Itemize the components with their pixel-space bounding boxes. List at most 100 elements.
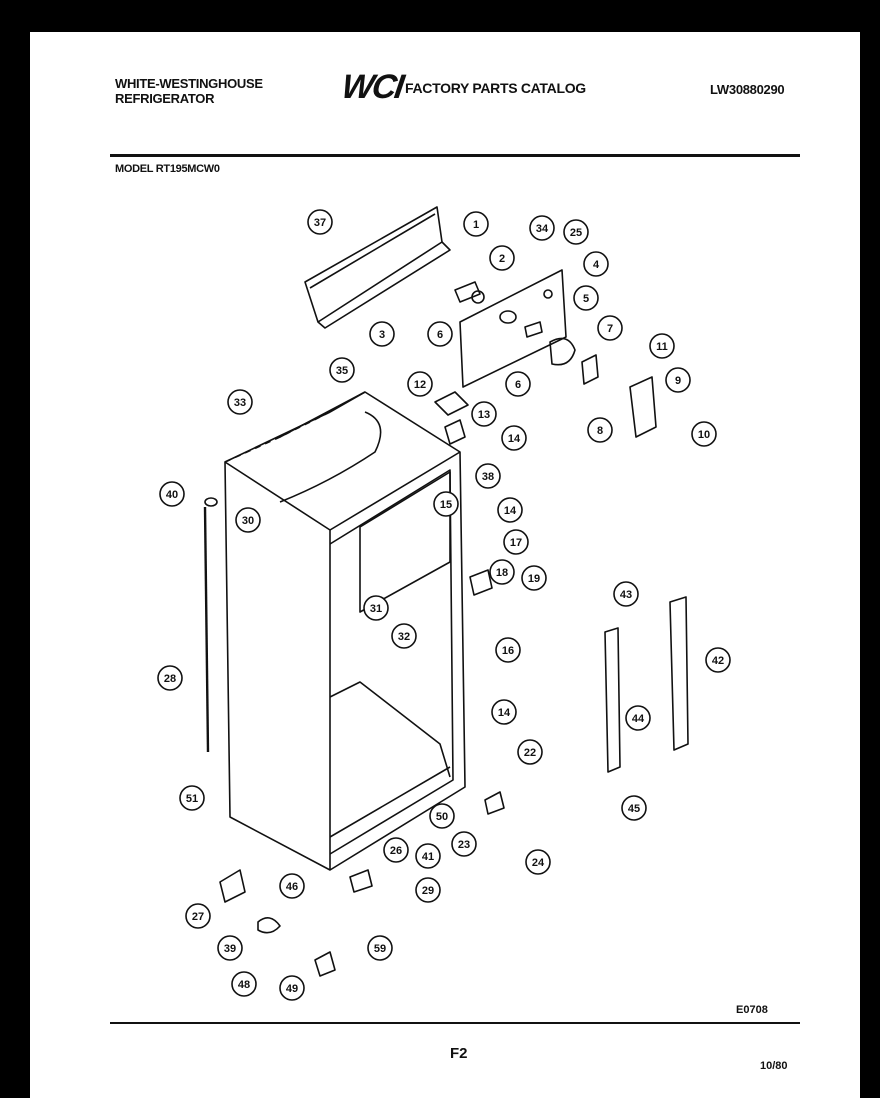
model-label: MODEL RT195MCW0: [115, 163, 220, 175]
callout-7: 7: [597, 315, 623, 341]
catalog-page: WHITE-WESTINGHOUSE REFRIGERATOR WCI FACT…: [30, 32, 860, 1098]
callout-number: 15: [440, 499, 452, 511]
callout-42: 42: [705, 647, 731, 673]
callout-number: 43: [620, 589, 632, 601]
light-socket-part: [629, 376, 657, 438]
callout-1: 1: [463, 211, 489, 237]
callout-number: 24: [532, 857, 545, 869]
callout-number: 49: [286, 983, 298, 995]
callout-2: 2: [489, 245, 515, 271]
callout-13: 13: [471, 401, 497, 427]
shelf-support-left: [604, 627, 621, 773]
drain-tube-part: [203, 506, 210, 753]
callout-15: 15: [433, 491, 459, 517]
callout-18: 18: [489, 559, 515, 585]
callout-49: 49: [279, 975, 305, 1001]
callout-14: 14: [501, 425, 527, 451]
top-trim-part: [304, 206, 451, 329]
callout-number: 4: [593, 259, 600, 271]
callout-number: 34: [536, 223, 549, 235]
callout-27: 27: [185, 903, 211, 929]
callout-number: 46: [286, 881, 298, 893]
callout-number: 16: [502, 645, 514, 657]
revision-date: 10/80: [760, 1060, 788, 1072]
screw-part: [524, 321, 543, 338]
callout-number: 18: [496, 567, 508, 579]
callout-number: 25: [570, 227, 582, 239]
callout-number: 50: [436, 811, 448, 823]
callout-14: 14: [497, 497, 523, 523]
callout-39: 39: [217, 935, 243, 961]
callout-number: 41: [422, 851, 434, 863]
callout-28: 28: [157, 665, 183, 691]
callout-35: 35: [329, 357, 355, 383]
callout-number: 33: [234, 397, 246, 409]
callout-number: 17: [510, 537, 522, 549]
callout-number: 8: [597, 425, 603, 437]
callout-number: 19: [528, 573, 540, 585]
callout-37: 37: [307, 209, 333, 235]
callout-48: 48: [231, 971, 257, 997]
callout-number: 35: [336, 365, 348, 377]
brand-line-1: WHITE-WESTINGHOUSE: [115, 76, 263, 91]
control-panel-part: [459, 269, 567, 388]
callout-16: 16: [495, 637, 521, 663]
roller-part: [257, 917, 281, 934]
callout-51: 51: [179, 785, 205, 811]
callout-22: 22: [517, 739, 543, 765]
callout-number: 5: [583, 293, 589, 305]
hinge-bracket-part: [469, 569, 493, 596]
callout-50: 50: [429, 803, 455, 829]
callout-number: 27: [192, 911, 204, 923]
callout-59: 59: [367, 935, 393, 961]
top-hinge-part: [444, 419, 466, 445]
hinge-pin-part: [349, 869, 373, 893]
callout-number: 37: [314, 217, 326, 229]
callout-number: 6: [515, 379, 521, 391]
callout-number: 28: [164, 673, 176, 685]
callout-number: 23: [458, 839, 470, 851]
thermostat-part: [549, 337, 576, 366]
callout-34: 34: [529, 215, 555, 241]
callout-number: 11: [656, 341, 668, 353]
callout-number: 59: [374, 943, 386, 955]
callout-46: 46: [279, 873, 305, 899]
callout-32: 32: [391, 623, 417, 649]
callout-41: 41: [415, 843, 441, 869]
cabinet-shell: [224, 391, 466, 871]
callout-number: 45: [628, 803, 640, 815]
callout-17: 17: [503, 529, 529, 555]
foot-part: [314, 951, 336, 977]
callout-number: 44: [632, 713, 645, 725]
callout-12: 12: [407, 371, 433, 397]
callout-8: 8: [587, 417, 613, 443]
callout-number: 30: [242, 515, 254, 527]
callout-number: 26: [390, 845, 402, 857]
callout-3: 3: [369, 321, 395, 347]
catalog-code: LW30880290: [710, 82, 785, 97]
callout-31: 31: [363, 595, 389, 621]
callout-number: 31: [370, 603, 382, 615]
callout-45: 45: [621, 795, 647, 821]
callout-number: 39: [224, 943, 236, 955]
callout-44: 44: [625, 705, 651, 731]
callout-number: 48: [238, 979, 250, 991]
page-number: F2: [450, 1045, 468, 1062]
callout-number: 51: [186, 793, 198, 805]
callout-11: 11: [649, 333, 675, 359]
bracket-part: [454, 281, 481, 303]
callout-38: 38: [475, 463, 501, 489]
catalog-title: FACTORY PARTS CATALOG: [405, 80, 586, 96]
callout-number: 32: [398, 631, 410, 643]
hinge-cover-part: [434, 391, 469, 416]
callout-25: 25: [563, 219, 589, 245]
diagram-code: E0708: [736, 1004, 768, 1016]
clip-part: [471, 290, 485, 304]
callout-number: 38: [482, 471, 494, 483]
tube-fitting-part: [204, 497, 218, 507]
callout-10: 10: [691, 421, 717, 447]
callout-23: 23: [451, 831, 477, 857]
callout-number: 3: [379, 329, 385, 341]
